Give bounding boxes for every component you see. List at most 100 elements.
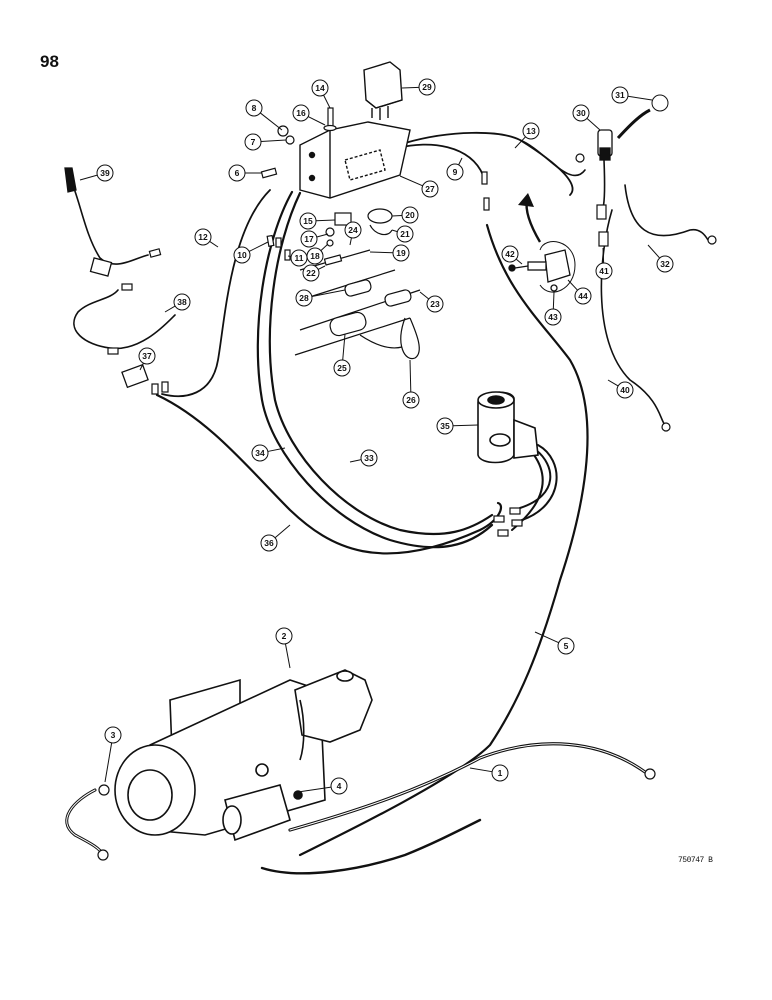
ring-terminal-1 — [644, 768, 656, 780]
callout-label-34: 34 — [255, 448, 265, 458]
terminal-9b — [483, 197, 490, 211]
callout-circle-17 — [300, 230, 318, 248]
callout-leader-9 — [458, 157, 463, 166]
toggle-switch — [508, 241, 576, 293]
callout-leader-34 — [267, 447, 286, 452]
callout-leader-19 — [369, 251, 394, 254]
callout-leader-27 — [399, 175, 423, 187]
relay — [363, 61, 403, 120]
callout-leader-29 — [401, 86, 420, 89]
callout-circle-9 — [446, 163, 464, 181]
callout-22: 22 — [302, 264, 326, 282]
callout-25: 25 — [333, 333, 351, 377]
callout-circle-39 — [96, 164, 114, 182]
loop-26 — [400, 317, 420, 360]
bulb-31 — [651, 94, 669, 112]
callout-label-38: 38 — [177, 297, 187, 307]
wire-9 — [397, 143, 484, 176]
callout-circle-28 — [295, 289, 313, 307]
callout-leader-4 — [297, 786, 332, 793]
terminal-35d — [511, 519, 523, 527]
callout-label-26: 26 — [406, 395, 416, 405]
callout-label-9: 9 — [453, 167, 458, 177]
callout-label-23: 23 — [430, 299, 440, 309]
callout-circle-20 — [401, 206, 419, 224]
nut-17 — [325, 227, 335, 237]
callout-2: 2 — [275, 627, 293, 669]
clip-21 — [369, 224, 393, 236]
callout-label-33: 33 — [364, 453, 374, 463]
callout-circle-40 — [616, 381, 634, 399]
washer-18 — [326, 239, 334, 247]
callout-9: 9 — [446, 157, 464, 181]
starter-motor — [114, 669, 373, 842]
callout-label-32: 32 — [660, 259, 670, 269]
callout-circle-23 — [426, 295, 444, 313]
block-15 — [334, 212, 352, 226]
callout-leader-40 — [607, 379, 619, 387]
callout-leader-5 — [534, 631, 559, 644]
callout-label-8: 8 — [252, 103, 257, 113]
lead-25 — [294, 317, 411, 356]
cable-33 — [268, 191, 494, 536]
callout-circle-37 — [138, 347, 156, 365]
callout-circle-2 — [275, 627, 293, 645]
callout-19: 19 — [369, 244, 410, 262]
ring-terminal-40 — [661, 422, 671, 432]
callout-label-4: 4 — [337, 781, 342, 791]
callout-16: 16 — [292, 104, 326, 126]
terminal-35c — [509, 507, 521, 515]
callout-label-35: 35 — [440, 421, 450, 431]
callout-circle-35 — [436, 417, 454, 435]
terminal-38b — [107, 347, 119, 355]
callout-leader-1 — [469, 767, 493, 773]
callout-leader-30 — [586, 117, 601, 131]
callout-21: 21 — [391, 225, 414, 243]
callout-label-14: 14 — [315, 83, 325, 93]
callout-leader-8 — [259, 112, 283, 131]
callout-4: 4 — [297, 777, 348, 795]
callout-circle-18 — [306, 247, 324, 265]
arrow-26 — [359, 334, 403, 349]
indicator-lamp — [597, 129, 613, 161]
callout-circle-30 — [572, 104, 590, 122]
terminal-36a — [151, 383, 159, 395]
callout-circle-26 — [402, 391, 420, 409]
callout-label-44: 44 — [578, 291, 588, 301]
terminal-35a — [493, 515, 505, 523]
wire-32 — [624, 184, 709, 241]
callout-1: 1 — [469, 764, 509, 782]
callout-leader-22 — [317, 265, 326, 270]
capacitor-28 — [344, 279, 372, 297]
callout-14: 14 — [311, 79, 331, 109]
callout-8: 8 — [245, 99, 283, 131]
resistor-22 — [323, 254, 343, 266]
callout-label-18: 18 — [310, 251, 320, 261]
callout-37: 37 — [138, 347, 156, 371]
cable-34 — [256, 190, 494, 549]
page-number: 98 — [40, 52, 59, 71]
callout-leader-3 — [104, 742, 113, 783]
wire-30 — [602, 159, 606, 209]
connector-38 — [89, 257, 113, 277]
washer-7 — [285, 135, 295, 145]
callout-circle-43 — [544, 308, 562, 326]
callout-circle-13 — [522, 122, 540, 140]
callout-20: 20 — [391, 206, 419, 224]
cable-3-inner — [66, 789, 104, 856]
callout-leader-2 — [284, 643, 291, 669]
callout-leader-39 — [79, 174, 98, 181]
callout-leader-13 — [514, 136, 526, 149]
callout-label-41: 41 — [599, 266, 609, 276]
screw-6 — [260, 167, 278, 179]
callout-label-13: 13 — [526, 126, 536, 136]
callout-leader-37 — [139, 362, 144, 371]
terminal-36b — [161, 381, 169, 393]
callout-circle-24 — [344, 221, 362, 239]
callout-circle-14 — [311, 79, 329, 97]
callout-34: 34 — [251, 444, 286, 462]
callout-label-31: 31 — [615, 90, 625, 100]
callout-leader-17 — [316, 233, 329, 238]
terminal-5 — [148, 248, 162, 258]
callout-leader-33 — [349, 459, 362, 463]
